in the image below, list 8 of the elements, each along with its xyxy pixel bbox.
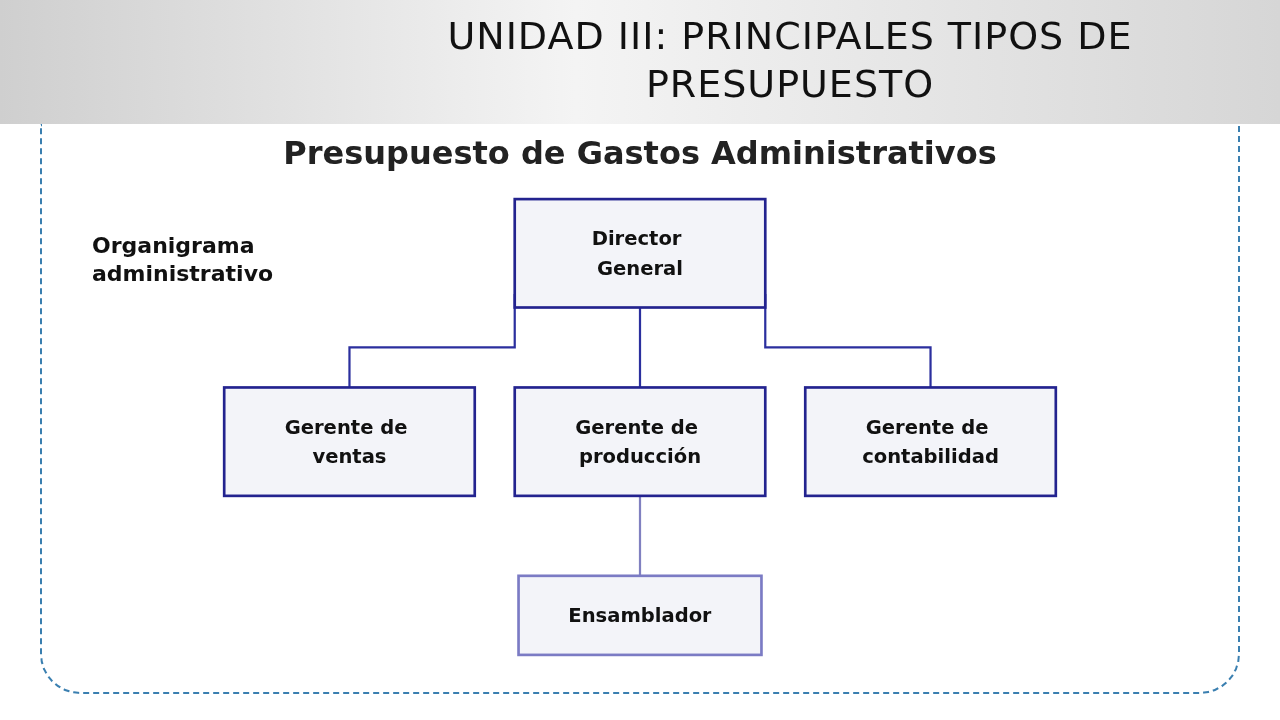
node-box: Gerente de producción [513, 386, 767, 498]
node-box: Director General [513, 197, 767, 309]
node-box: Ensamblador [517, 574, 763, 657]
subtitle: Presupuesto de Gastos Administrativos [282, 134, 998, 172]
side-label: Organigrama administrativo [92, 232, 275, 288]
node-box: Gerente de contabilidad [803, 386, 1058, 498]
node-box: Gerente de ventas [222, 386, 477, 498]
slide-title: UNIDAD III: PRINCIPALES TIPOS DE PRESUPUESTO [446, 13, 1134, 108]
